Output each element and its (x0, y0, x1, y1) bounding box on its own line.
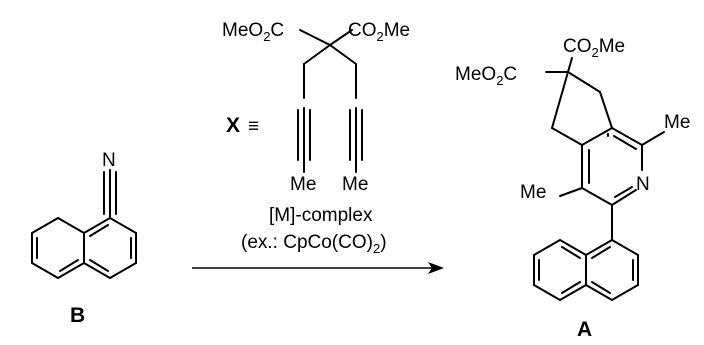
naphthonitrile-structure (31, 169, 137, 279)
conditions-line-1: [M]-complex (269, 205, 373, 226)
product-structure (533, 57, 665, 301)
equiv-symbol: ≡ (248, 116, 259, 137)
product-ring-nitrogen: N (636, 174, 650, 195)
reagent-ester-left: MeO2C (222, 20, 284, 44)
reagent-ester-right: CO2Me (348, 20, 410, 44)
reagent-methyl-left: Me (290, 174, 316, 195)
product-methyl-right: Me (664, 112, 690, 133)
reaction-arrow (192, 262, 444, 274)
reagent-label-x: X (226, 114, 240, 137)
product-ester-left: MeO2C (455, 64, 517, 88)
nitrile-nitrogen: N (102, 150, 116, 171)
reagent-methyl-right: Me (342, 174, 368, 195)
product-ester-right: CO2Me (563, 36, 625, 60)
compound-label-b: B (70, 304, 85, 327)
product-methyl-left: Me (520, 182, 546, 203)
compound-label-a: A (577, 318, 592, 341)
conditions-line-2: (ex.: CpCo(CO)2) (241, 232, 387, 256)
diyne-structure (297, 29, 363, 173)
